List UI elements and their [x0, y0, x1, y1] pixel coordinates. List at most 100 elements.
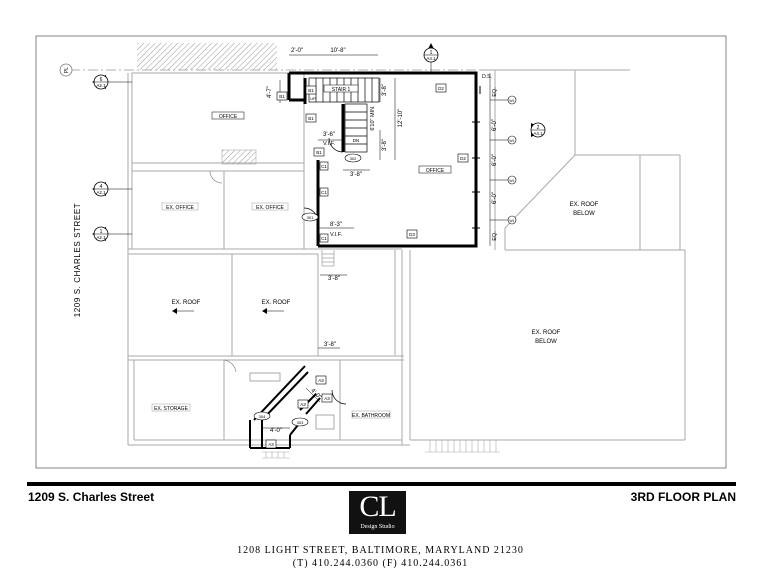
- title-block-rule: [27, 482, 736, 486]
- section-marker-num: 6: [100, 77, 103, 83]
- dim-6-0-b: 6'-0": [492, 154, 498, 166]
- room-label-ex-roof-below-1: EX. ROOF: [570, 202, 599, 208]
- dim-3-8-d: 3'-8": [328, 276, 340, 282]
- room-label-office-top: OFFICE: [219, 114, 238, 120]
- section-marker-1-top: 1 A4.1: [423, 43, 439, 73]
- room-label-ex-roof-below-2b: BELOW: [535, 339, 557, 345]
- sheet-border: [35, 35, 727, 469]
- tag-301: 301: [307, 215, 314, 220]
- section-marker-sheet: A4.1: [533, 131, 543, 136]
- tag-w1-2: W1: [509, 139, 514, 143]
- dim-ds: D.S.: [482, 74, 492, 80]
- tag-303: 303: [297, 420, 304, 425]
- bottom-steps: [262, 451, 290, 459]
- dim-vif-2: V.I.F.: [330, 232, 342, 238]
- studio-address: 1208 LIGHT STREET, BALTIMORE, MARYLAND 2…: [237, 545, 524, 556]
- logo-letters: CL: [359, 490, 396, 523]
- room-label-ex-roof-below-2: EX. ROOF: [532, 330, 561, 336]
- studio-phone: (T) 410.244.0360 (F) 410.244.0361: [292, 558, 469, 569]
- tag-w1-4: W1: [509, 219, 514, 223]
- dim-3-8-e: 3'-8": [324, 342, 336, 348]
- logo-subtitle: Design Studio: [360, 524, 395, 530]
- section-marker-sheet: A2.1: [96, 190, 106, 195]
- cl-design-studio-logo: CL Design Studio: [349, 491, 406, 534]
- tag-texts: B1 B1 B1 B1 D2 D2 D3 C1 C1 C1 A3 A3 A3 A…: [259, 86, 515, 447]
- dim-3-8-b: 3'-8": [382, 84, 388, 96]
- section-marker-sheet: A2.1: [96, 83, 106, 88]
- property-line-tag: [59, 63, 73, 77]
- property-line-tag-text: PL: [64, 67, 70, 73]
- dim-8-3: 8'-3": [330, 222, 342, 228]
- project-name: 1209 S. Charles Street: [28, 490, 155, 504]
- section-marker-num: 1: [430, 50, 433, 56]
- tag-shapes: [253, 83, 517, 449]
- tag-b1-4: B1: [279, 94, 285, 99]
- exterior-stair: [321, 250, 335, 267]
- tag-w1-3: W1: [509, 179, 514, 183]
- tag-d2: D2: [438, 86, 444, 91]
- section-marker-sheet: A2.1: [96, 235, 106, 240]
- dim-6-10-min: 6'10" MIN.: [370, 105, 376, 131]
- tag-w1: W1: [509, 99, 514, 103]
- new-partitions: [249, 365, 321, 449]
- sheet-title: 3RD FLOOR PLAN: [630, 490, 736, 504]
- section-marker-sheet: A4.1: [426, 56, 436, 61]
- dim-3-6: 3'-6": [323, 132, 335, 138]
- room-label-ex-roof-below-1b: BELOW: [573, 211, 595, 217]
- railing: [425, 439, 500, 453]
- section-marker-6-left: 6 A2.1: [92, 74, 132, 90]
- section-marker-num: 4: [100, 184, 103, 190]
- section-marker-1-left: 1 A2.1: [92, 226, 132, 242]
- section-marker-num: 1: [100, 229, 103, 235]
- tag-a3-2: A3: [324, 396, 330, 401]
- room-labels: OFFICE OFFICE STAIR 1 EX. OFFICE EX. OFF…: [151, 84, 599, 419]
- window-leaders: [490, 99, 508, 221]
- section-markers: 1 A4.1 2 A4.1 6 A2.1 4 A2.1: [92, 43, 546, 242]
- adjacent-building-hatch: [137, 43, 277, 70]
- dim-4-0-a: 4'-0": [270, 428, 282, 434]
- tag-b1: B1: [308, 88, 314, 93]
- tag-302: 302: [350, 156, 357, 161]
- doors: [209, 137, 347, 405]
- dim-6-0-c: 6'-0": [492, 192, 498, 204]
- stair-dn-label: DN: [353, 138, 360, 143]
- chimney-hatch: [221, 149, 257, 165]
- dim-vif-1: V.I.F.: [323, 141, 335, 147]
- windows: [472, 86, 481, 229]
- room-label-ex-office-1: EX. OFFICE: [166, 205, 194, 211]
- section-marker-num: 2: [537, 125, 540, 131]
- room-label-ex-office-2: EX. OFFICE: [256, 205, 284, 211]
- room-label-ex-storage: EX. STORAGE: [154, 406, 188, 412]
- dim-12-10: 12'-10": [398, 109, 404, 128]
- tag-a3-3: A3: [300, 402, 306, 407]
- section-marker-4-left: 4 A2.1: [92, 181, 132, 197]
- room-label-ex-bathroom: EX. BATHROOM: [352, 413, 390, 419]
- tag-b1-3: B1: [316, 150, 322, 155]
- dim-4-7: 4'-7": [267, 86, 273, 98]
- dimension-lines: [262, 54, 491, 429]
- dim-eq-2: EQ.: [492, 231, 498, 241]
- room-label-stair: STAIR 1: [332, 87, 351, 93]
- room-label-ex-roof-1: EX. ROOF: [172, 300, 201, 306]
- new-walls: [287, 71, 478, 248]
- section-marker-2-right: 2 A4.1: [530, 122, 546, 138]
- existing-walls: [127, 69, 686, 446]
- room-label-office-right: OFFICE: [426, 168, 445, 174]
- dimension-texts: 2'-0" 10'-8" 4'-7" 3'-6" V.I.F. 3'-8" 3'…: [267, 48, 498, 434]
- tag-a3: A3: [318, 378, 324, 383]
- street-label: 1209 S. CHARLES STREET: [73, 203, 82, 318]
- tag-304: 304: [259, 414, 266, 419]
- room-label-ex-roof-2: EX. ROOF: [262, 300, 291, 306]
- dim-3-8-a: 3'-8": [350, 172, 362, 178]
- tag-d2-2: D2: [460, 156, 466, 161]
- dim-eq-1: EQ.: [492, 87, 498, 97]
- tag-c1-3: C1: [321, 236, 327, 241]
- tag-c1-2: C1: [321, 190, 327, 195]
- dim-6-0-a: 6'-0": [492, 119, 498, 131]
- dim-2-0: 2'-0": [291, 48, 303, 54]
- dim-3-8-c: 3'-8": [382, 139, 388, 151]
- tag-b1-2: B1: [308, 116, 314, 121]
- tag-d3: D3: [409, 232, 415, 237]
